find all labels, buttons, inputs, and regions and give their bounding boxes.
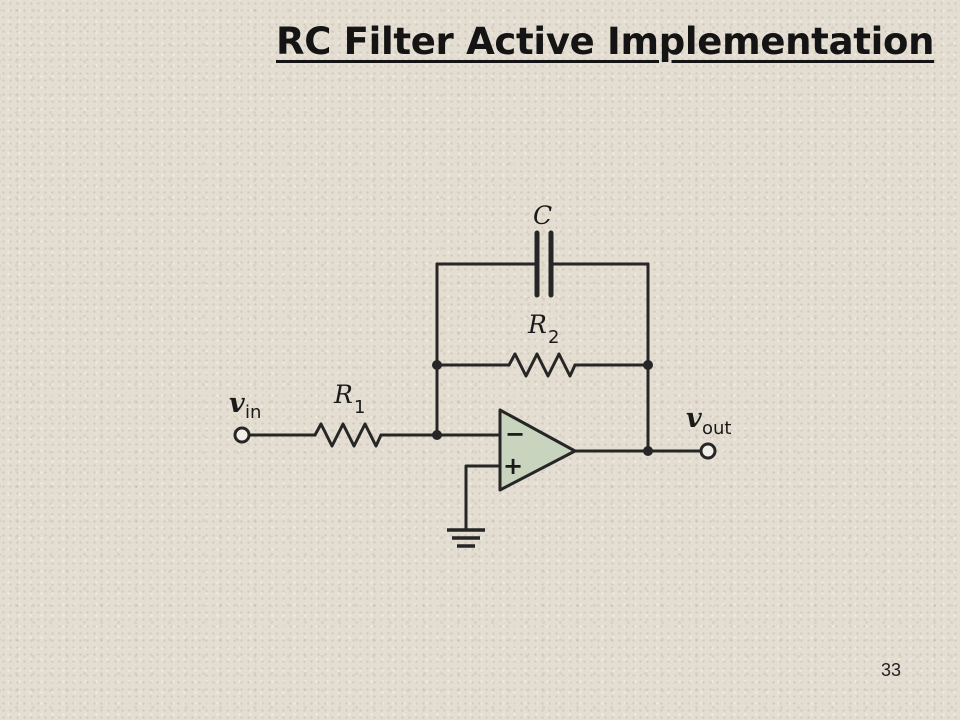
vout-subscript: out	[702, 418, 731, 439]
junction-dot	[432, 430, 442, 440]
ground-wire	[464, 464, 502, 532]
vout-label: v	[686, 403, 702, 434]
capacitor-label: C	[533, 201, 552, 230]
junction-dot	[643, 360, 653, 370]
vin-label: v	[229, 388, 245, 419]
op-amp-plus-sign: +	[503, 452, 523, 480]
op-amp	[498, 408, 577, 492]
r1-label: R	[333, 380, 353, 409]
vin-terminal	[233, 426, 251, 444]
resistor-r2	[507, 352, 577, 378]
junction-dot	[643, 446, 653, 456]
vin-subscript: in	[245, 402, 261, 423]
vout-terminal	[699, 442, 717, 460]
r2-subscript: 2	[548, 327, 559, 348]
page-number: 33	[881, 660, 902, 680]
op-amp-minus-sign: −	[505, 420, 525, 448]
ground-symbol	[447, 528, 485, 548]
r2-label: R	[527, 310, 547, 339]
junction-dot	[432, 360, 442, 370]
slide-title: RC Filter Active Implementation	[276, 20, 935, 63]
resistor-r1	[313, 422, 383, 448]
r1-subscript: 1	[354, 397, 365, 418]
